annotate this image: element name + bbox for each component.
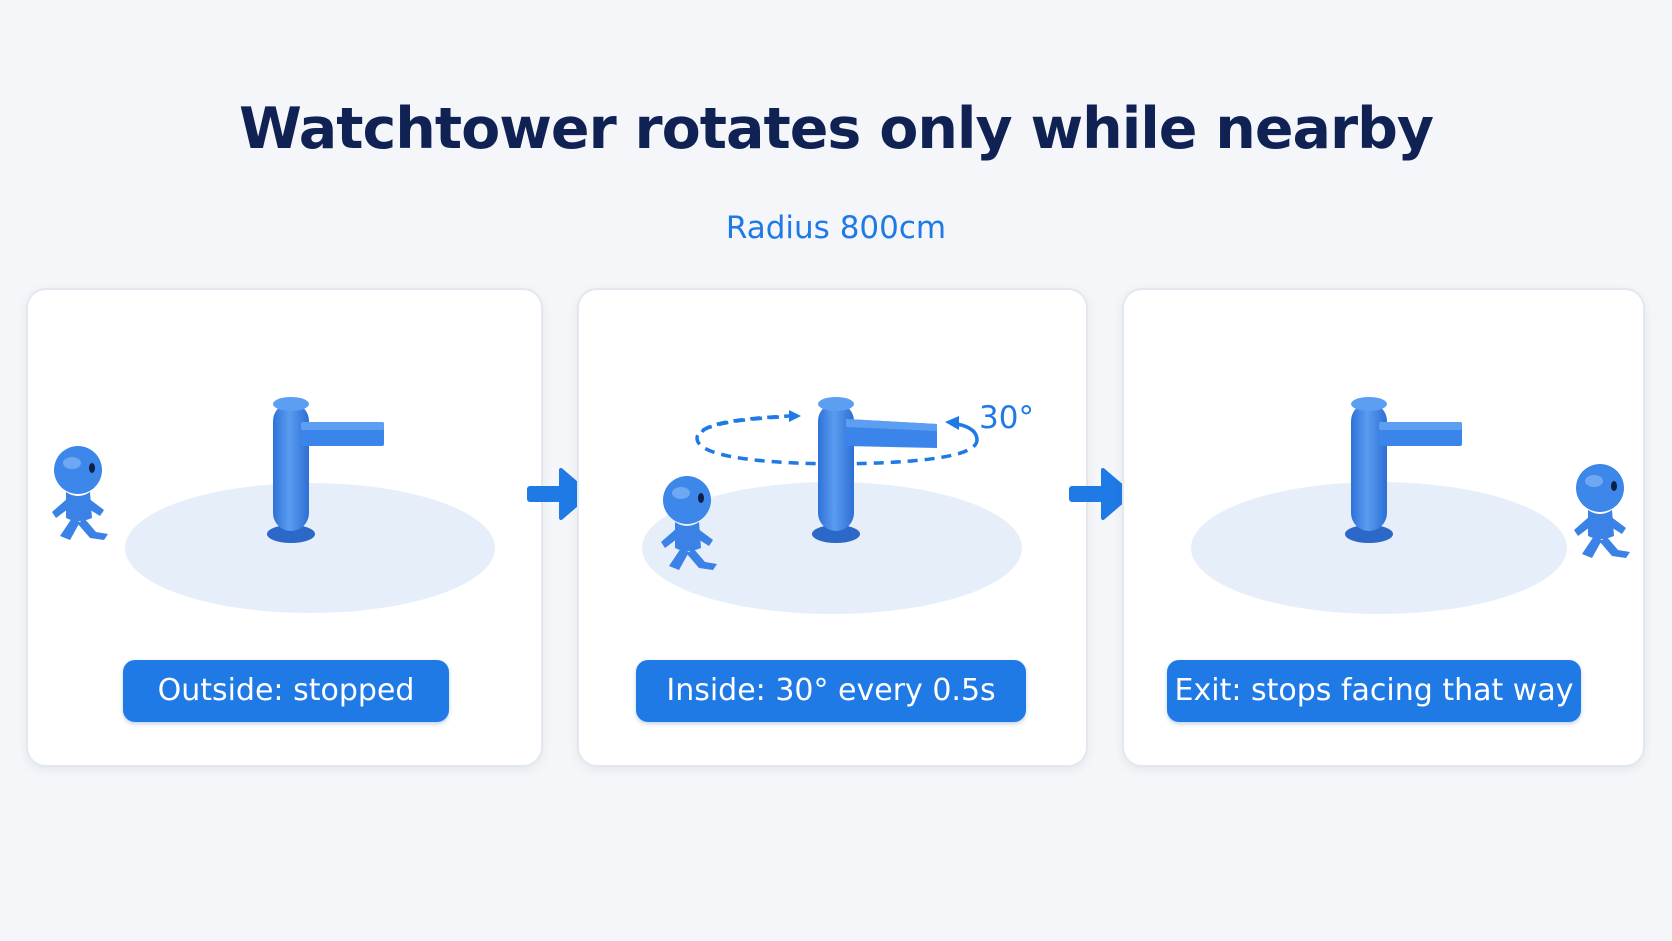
scene-exit bbox=[1191, 397, 1630, 614]
detection-radius-area bbox=[642, 482, 1022, 614]
watchtower-icon bbox=[812, 397, 937, 543]
watchtower-icon bbox=[1345, 397, 1462, 543]
panel-outside: Outside: stopped bbox=[26, 288, 543, 767]
flow-arrow-1 bbox=[527, 468, 591, 520]
detection-radius-area bbox=[1191, 482, 1567, 614]
rotation-angle-label: 30° bbox=[979, 400, 1034, 436]
scene-inside: 30° bbox=[642, 397, 1034, 614]
rotation-arrow-icon bbox=[789, 410, 801, 422]
flow-arrow-2 bbox=[1069, 468, 1133, 520]
character-icon bbox=[52, 446, 108, 540]
status-label-outside: Outside: stopped bbox=[123, 660, 449, 722]
radius-label: Radius 800cm bbox=[725, 210, 947, 246]
panel-exit: Exit: stops facing that way bbox=[1122, 288, 1645, 767]
scene-outside bbox=[52, 397, 495, 613]
status-label-exit: Exit: stops facing that way bbox=[1167, 660, 1581, 722]
rotation-arrow-icon bbox=[945, 416, 959, 430]
status-label-inside: Inside: 30° every 0.5s bbox=[636, 660, 1026, 722]
rotation-path bbox=[695, 410, 979, 466]
panel-inside: 30° Inside: 30° every 0.5s bbox=[577, 288, 1088, 767]
page-title: Watchtower rotates only while nearby bbox=[238, 96, 1434, 162]
character-icon bbox=[1574, 464, 1630, 558]
arrow-right-icon bbox=[1069, 468, 1133, 520]
detection-radius-area bbox=[125, 483, 495, 613]
arrow-right-icon bbox=[527, 468, 591, 520]
character-icon bbox=[661, 476, 717, 570]
watchtower-icon bbox=[267, 397, 384, 543]
